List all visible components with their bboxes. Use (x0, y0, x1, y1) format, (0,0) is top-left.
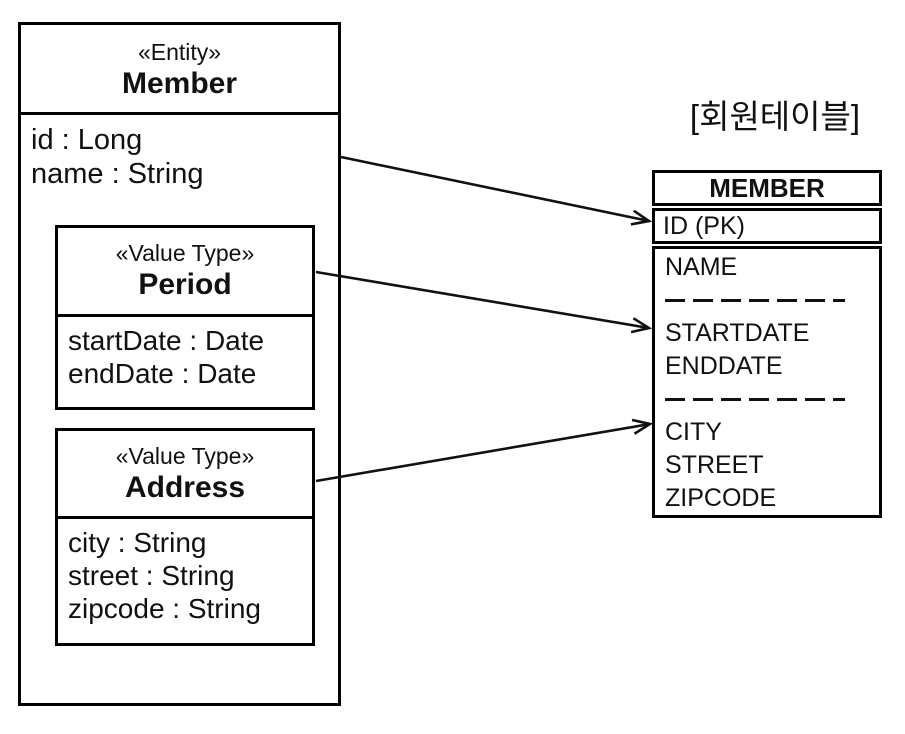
column-city: CITY (665, 418, 722, 446)
attribute-name: name : String (31, 158, 204, 190)
dashed-separator (665, 398, 845, 401)
arrow-address-to-address-cols (315, 418, 654, 483)
period-name: Period (138, 268, 232, 301)
attribute-street: street : String (68, 560, 235, 591)
column-street: STREET (665, 451, 764, 479)
valuetype-address-box: «Value Type» Address city : String stree… (55, 428, 315, 646)
dashed-separator (665, 299, 845, 302)
attribute-id: id : Long (31, 124, 143, 156)
db-table-member: MEMBER ID (PK) NAME STARTDATE ENDDATE CI… (652, 170, 882, 518)
db-table-pk-row: ID (PK) (652, 208, 882, 244)
address-stereotype: «Value Type» (115, 443, 255, 469)
arrow-member-to-pk (340, 155, 653, 226)
valuetype-period-header: «Value Type» Period (58, 228, 312, 317)
table-caption: [회원테이블] (689, 98, 861, 135)
attribute-city: city : String (68, 527, 207, 558)
column-name: NAME (665, 253, 738, 281)
column-zipcode: ZIPCODE (665, 484, 777, 512)
attribute-enddate: endDate : Date (68, 358, 257, 389)
column-enddate: ENDDATE (665, 352, 783, 380)
valuetype-address-header: «Value Type» Address (58, 431, 312, 519)
entity-attributes: id : Long name : String (21, 115, 338, 191)
attribute-zipcode: zipcode : String (68, 593, 261, 624)
db-table-name: MEMBER (652, 170, 882, 206)
period-attributes: startDate : Date endDate : Date (58, 317, 312, 390)
entity-member-header: «Entity» Member (21, 25, 338, 115)
valuetype-period-box: «Value Type» Period startDate : Date end… (55, 225, 315, 410)
arrow-period-to-dates (315, 270, 653, 334)
db-table-columns: NAME STARTDATE ENDDATE CITY STREET ZIPCO… (652, 246, 882, 518)
column-startdate: STARTDATE (665, 319, 810, 347)
address-attributes: city : String street : String zipcode : … (58, 519, 312, 625)
period-stereotype: «Value Type» (115, 240, 255, 266)
entity-name: Member (121, 67, 238, 100)
address-name: Address (124, 471, 246, 504)
attribute-startdate: startDate : Date (68, 325, 265, 356)
entity-stereotype: «Entity» (137, 39, 222, 65)
